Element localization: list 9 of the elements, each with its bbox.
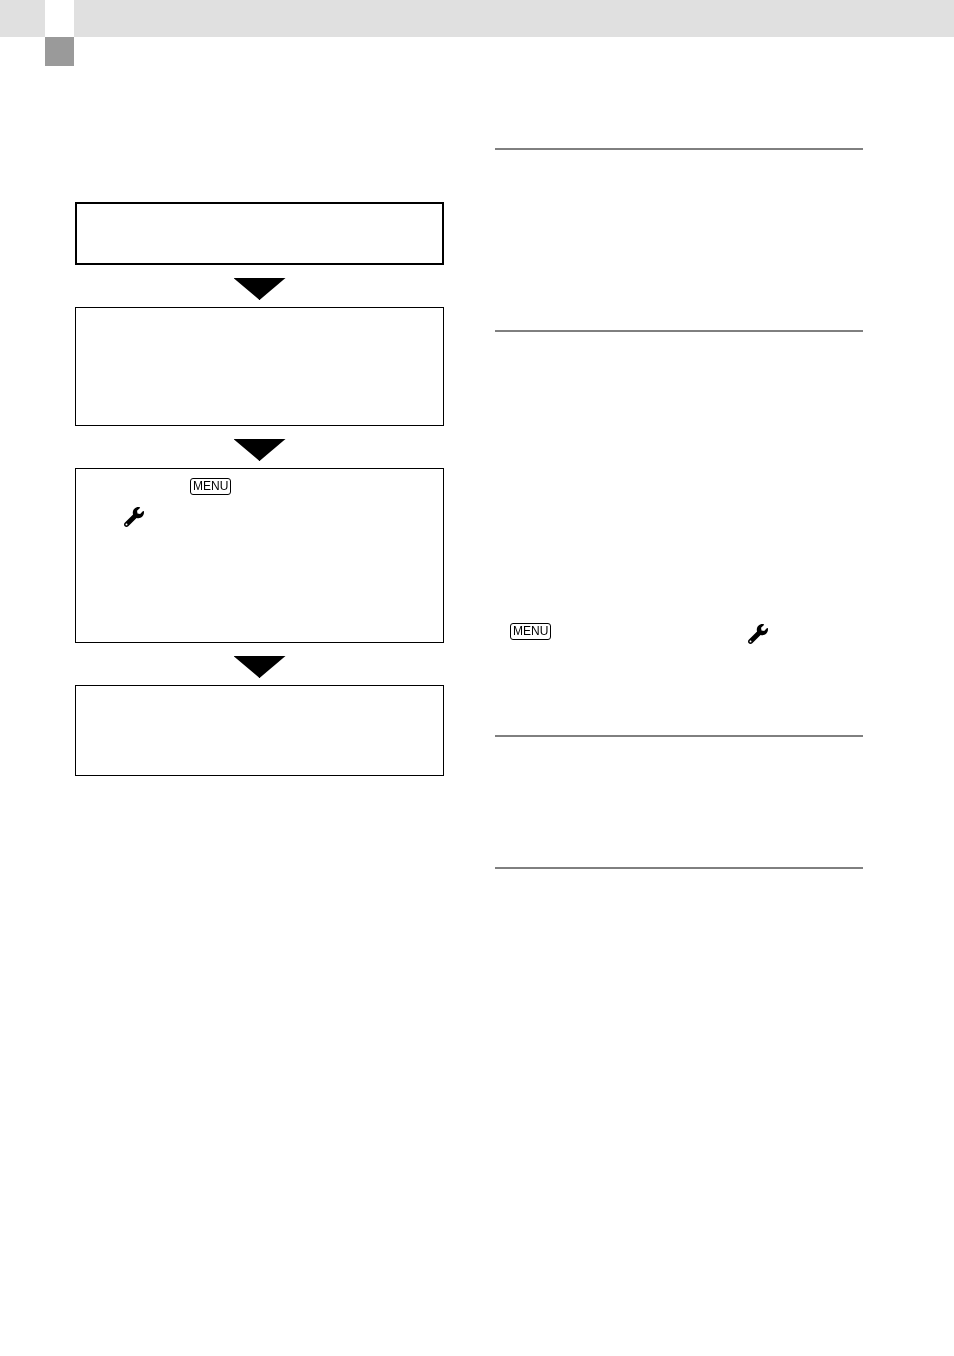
step-box <box>75 307 444 426</box>
down-arrow <box>233 278 286 301</box>
menu-key-label: MENU <box>510 623 552 640</box>
step-box <box>75 202 444 265</box>
down-arrow <box>233 656 286 679</box>
step-box <box>75 685 444 776</box>
menu-key-label: MENU <box>190 478 232 495</box>
down-arrow <box>233 439 286 462</box>
step-box <box>75 468 444 643</box>
